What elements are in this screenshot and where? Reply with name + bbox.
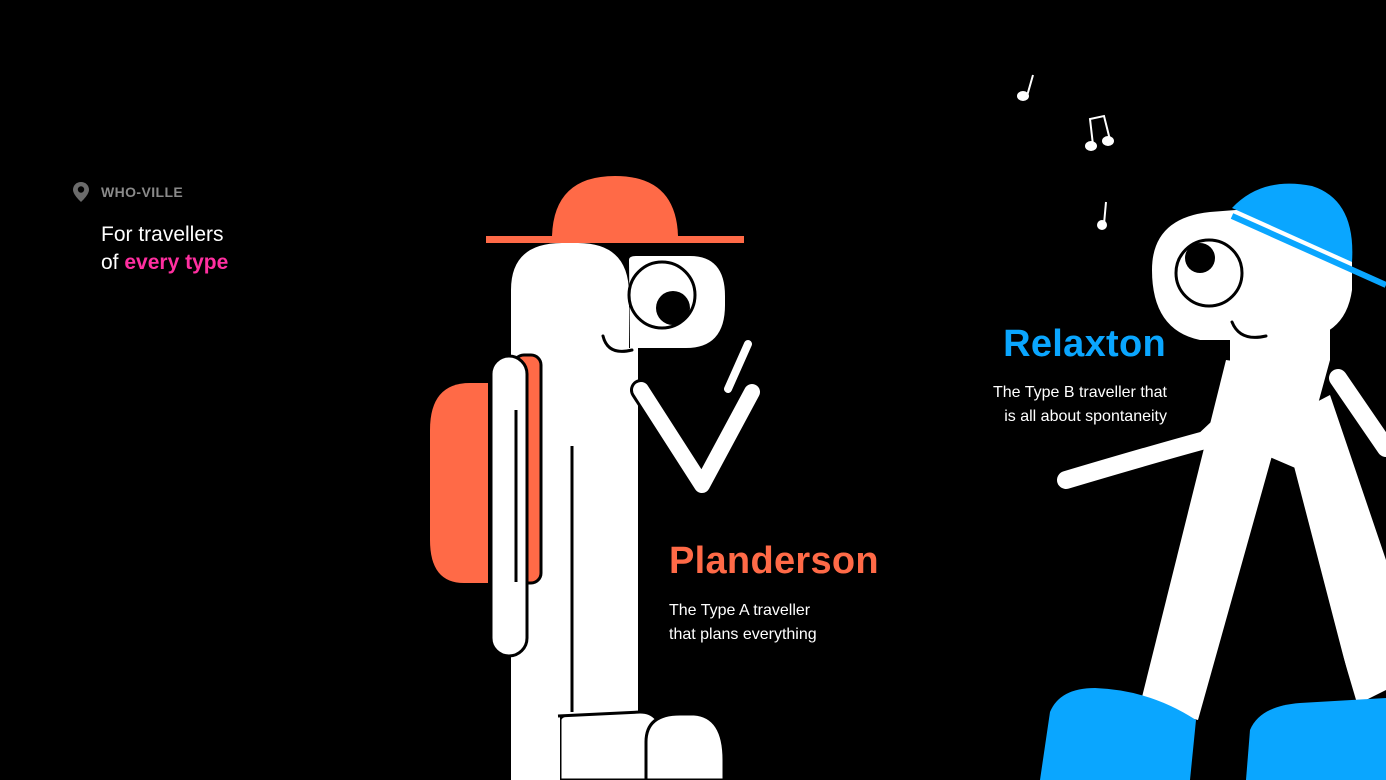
brand: WHO-VILLE [72,181,183,203]
planderson-foot-front [644,712,726,780]
relaxton-figure [1017,74,1386,780]
relaxton-body [1230,300,1330,470]
planderson-figure [430,176,763,780]
character-desc-line: that plans everything [669,626,817,643]
tagline-highlight: every type [124,251,229,274]
character-desc-line: is all about spontaneity [1004,408,1167,425]
planderson-backpack [430,383,488,583]
character-desc-planderson: The Type A traveller that plans everythi… [669,599,817,647]
brand-label: WHO-VILLE [101,184,184,200]
music-note-single-icon [1097,201,1107,230]
music-note-icon [1017,74,1034,101]
tagline: For travellers of every type [101,221,228,277]
music-note-double-icon [1085,114,1114,151]
tagline-prefix: of [101,251,125,274]
character-name-relaxton: Relaxton [1003,323,1166,365]
character-desc-line: The Type B traveller that [992,384,1167,401]
relaxton-hat [1232,183,1353,262]
tagline-line-2: of every type [101,249,228,277]
planderson-hat [552,176,678,236]
character-desc-line: The Type A traveller [669,602,811,619]
character-desc-relaxton: The Type B traveller that is all about s… [993,381,1167,429]
relaxton-shoe-back [1246,698,1386,780]
relaxton-arm-front [1057,355,1295,489]
tagline-line-1: For travellers [101,223,224,246]
planderson-body [511,243,638,780]
relaxton-shoe-front [1040,688,1196,780]
relaxton-arm-back [1329,369,1386,457]
map-pin-icon [73,182,89,202]
relaxton-leg-back [1282,395,1386,705]
character-name-planderson: Planderson [669,540,879,582]
